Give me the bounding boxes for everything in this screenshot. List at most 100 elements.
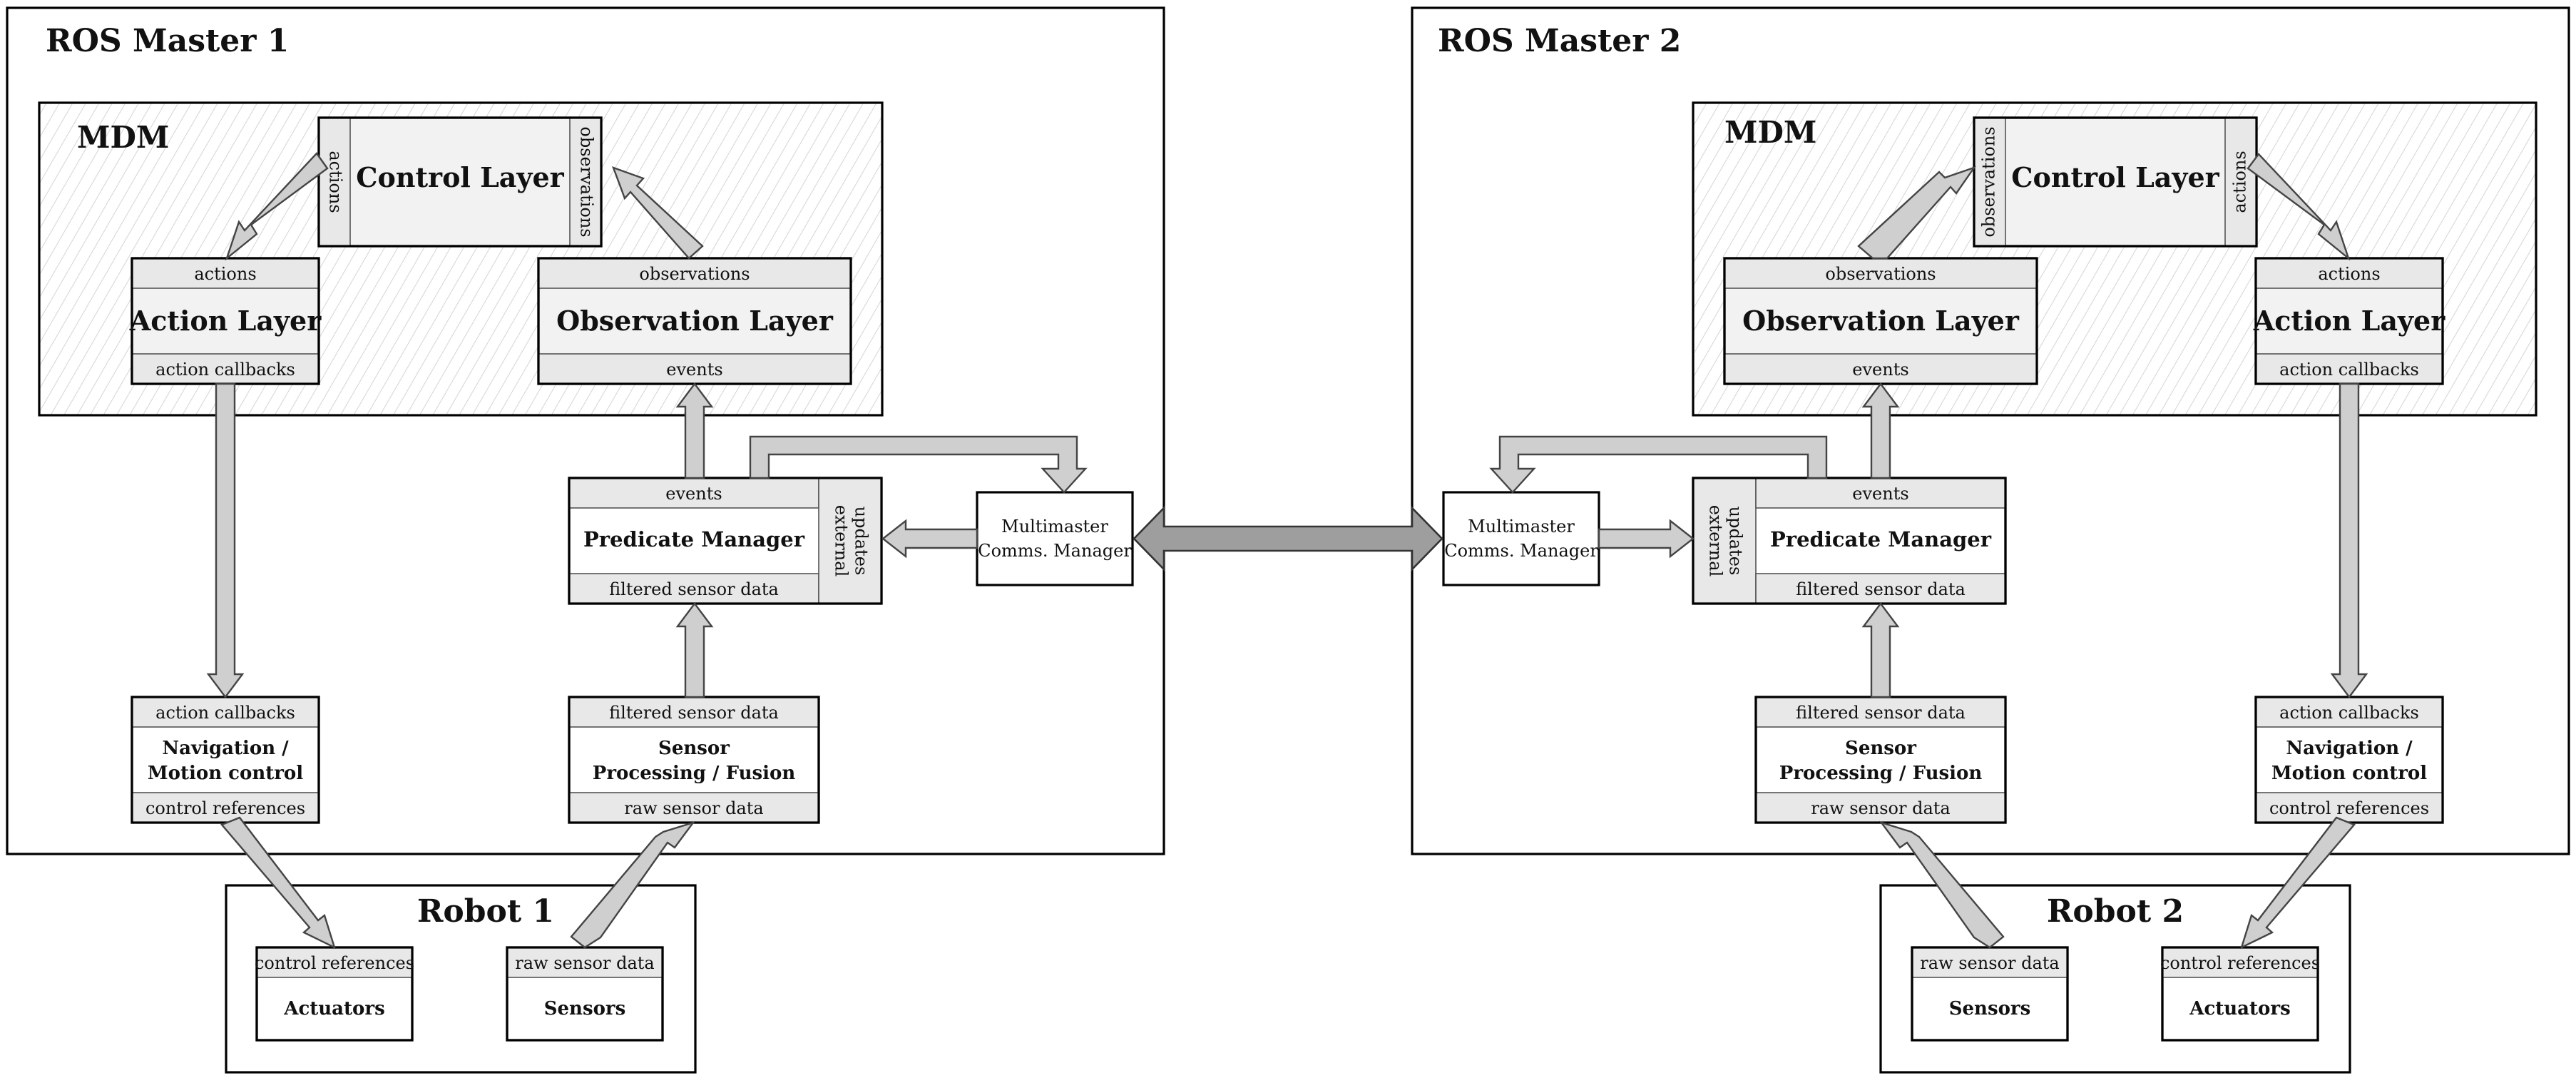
sensor-processing-2: filtered sensor data Sensor Processing /… [1754,696,2007,824]
arrow-sensors-to-sensor-processing-1 [570,820,696,949]
control-layer-1-title: Control Layer [356,161,564,193]
navigation-1-top: action callbacks [155,703,295,723]
observation-layer-1-top: observations [639,264,750,284]
arrow-observation-to-control-2 [1857,166,1977,260]
ros-master-2-title: ROS Master 2 [1438,23,1681,59]
actuators-1: control references Actuators [255,946,414,1042]
navigation-1-line-1: Navigation / [162,738,289,759]
mdm-2: MDM Control Layer observations actions o… [1692,101,2537,417]
sensor-processing-1: filtered sensor data Sensor Processing /… [568,696,820,824]
mdm-1: MDM Control Layer actions observations a… [38,101,884,417]
observation-layer-2: observations Observation Layer events [1723,257,2038,385]
action-layer-1-bottom: action callbacks [155,360,295,380]
predicate-manager-1-side-1: external [832,505,852,577]
predicate-manager-2-top: events [1852,484,1908,504]
arrow-control-to-action-2 [2247,153,2351,261]
actuators-2-title: Actuators [2189,998,2290,1020]
observation-layer-2-top: observations [1825,264,1936,284]
sensor-processing-2-line-2: Processing / Fusion [1779,763,1983,784]
action-layer-1: actions Action Layer action callbacks [129,257,322,385]
control-layer-1: Control Layer actions observations [317,116,603,248]
navigation-2-line-2: Motion control [2271,763,2427,784]
arrow-predicate-to-comms-1 [749,435,1088,494]
predicate-manager-2-title: Predicate Manager [1770,527,1992,551]
arrow-comms-1-comms-2 [1133,505,1443,572]
sensor-processing-1-bottom: raw sensor data [624,798,763,818]
comms-manager-1-line-1: Multimaster [1001,517,1108,537]
comms-manager-2: Multimaster Comms. Manager [1442,491,1600,586]
actuators-1-title: Actuators [283,998,384,1020]
navigation-2: action callbacks Navigation / Motion con… [2254,696,2444,824]
action-layer-1-top: actions [194,264,256,284]
robot-2-title: Robot 2 [2047,893,2184,930]
navigation-1: action callbacks Navigation / Motion con… [131,696,320,824]
arrows [206,152,2368,950]
sensors-1-title: Sensors [544,998,626,1020]
comms-manager-1-line-2: Comms. Manager [978,541,1132,561]
comms-manager-1: Multimaster Comms. Manager [976,491,1134,586]
sensors-1-top: raw sensor data [515,953,654,973]
arrow-control-to-action-1 [225,152,329,261]
control-layer-1-actions-label: actions [326,151,346,213]
sensor-processing-2-line-1: Sensor [1845,738,1916,759]
arrow-action-to-navigation-1 [206,382,245,698]
observation-layer-1-title: Observation Layer [556,305,834,337]
navigation-2-line-1: Navigation / [2286,738,2413,759]
predicate-manager-2: events Predicate Manager filtered sensor… [1692,477,2007,605]
arrow-predicate-to-observation-2 [1861,382,1900,479]
control-layer-1-observations-label: observations [577,126,597,237]
predicate-manager-1: events Predicate Manager filtered sensor… [568,477,883,605]
predicate-manager-1-title: Predicate Manager [583,527,805,551]
observation-layer-2-bottom: events [1852,360,1908,380]
control-layer-2-title: Control Layer [2011,161,2219,193]
arrow-sensor-to-predicate-1 [675,602,714,698]
predicate-manager-1-top: events [665,484,722,504]
action-layer-2-top: actions [2318,264,2380,284]
ros-master-2: ROS Master 2 MDM Control Layer observati… [1411,6,2570,855]
predicate-manager-1-bottom: filtered sensor data [609,579,779,599]
sensors-1: raw sensor data Sensors [506,946,664,1042]
sensors-2-top: raw sensor data [1920,953,2059,973]
arrow-action-to-navigation-2 [2330,382,2368,698]
sensor-processing-2-bottom: raw sensor data [1811,798,1950,818]
arrow-predicate-to-observation-1 [675,382,714,479]
arrow-navigation-to-actuators-1 [220,816,336,950]
action-layer-2-title: Action Layer [2253,305,2445,337]
predicate-manager-2-side-2: updates [1726,507,1746,576]
action-layer-1-title: Action Layer [129,305,322,337]
robot-1-title: Robot 1 [417,893,554,930]
sensor-processing-1-line-1: Sensor [658,738,730,759]
actuators-2: control references Actuators [2160,946,2320,1042]
control-layer-2-actions-label: actions [2230,151,2250,213]
navigation-2-bottom: control references [2269,798,2429,818]
ros-master-1: ROS Master 1 MDM Control Layer actions o… [6,6,1165,855]
arrow-comms-to-predicate-2 [1598,519,1695,559]
control-layer-2-observations-label: observations [1979,126,1999,237]
action-layer-2-bottom: action callbacks [2279,360,2419,380]
action-layer-2: actions Action Layer action callbacks [2253,257,2445,385]
control-layer-2: Control Layer observations actions [1973,116,2258,248]
sensors-2-title: Sensors [1949,998,2031,1020]
comms-manager-2-line-1: Multimaster [1468,517,1575,537]
mdm-1-title: MDM [77,120,169,155]
sensor-processing-1-top: filtered sensor data [609,703,779,723]
arrow-sensors-to-sensor-processing-2 [1879,820,2005,949]
navigation-1-bottom: control references [145,798,305,818]
arrow-predicate-to-comms-2 [1489,435,1828,494]
predicate-manager-2-bottom: filtered sensor data [1796,579,1966,599]
predicate-manager-2-side-1: external [1706,505,1726,577]
actuators-2-top: control references [2160,953,2320,973]
sensors-2: raw sensor data Sensors [1911,946,2069,1042]
comms-manager-2-line-2: Comms. Manager [1444,541,1598,561]
arrow-navigation-to-actuators-2 [2240,816,2356,950]
sensor-processing-1-line-2: Processing / Fusion [593,763,796,784]
navigation-2-top: action callbacks [2279,703,2419,723]
observation-layer-1-bottom: events [666,360,722,380]
arrow-sensor-to-predicate-2 [1861,602,1900,698]
observation-layer-2-title: Observation Layer [1742,305,2020,337]
arrow-observation-to-control-1 [611,166,704,260]
observation-layer-1: observations Observation Layer events [537,257,852,385]
navigation-1-line-2: Motion control [148,763,303,784]
sensor-processing-2-top: filtered sensor data [1796,703,1966,723]
